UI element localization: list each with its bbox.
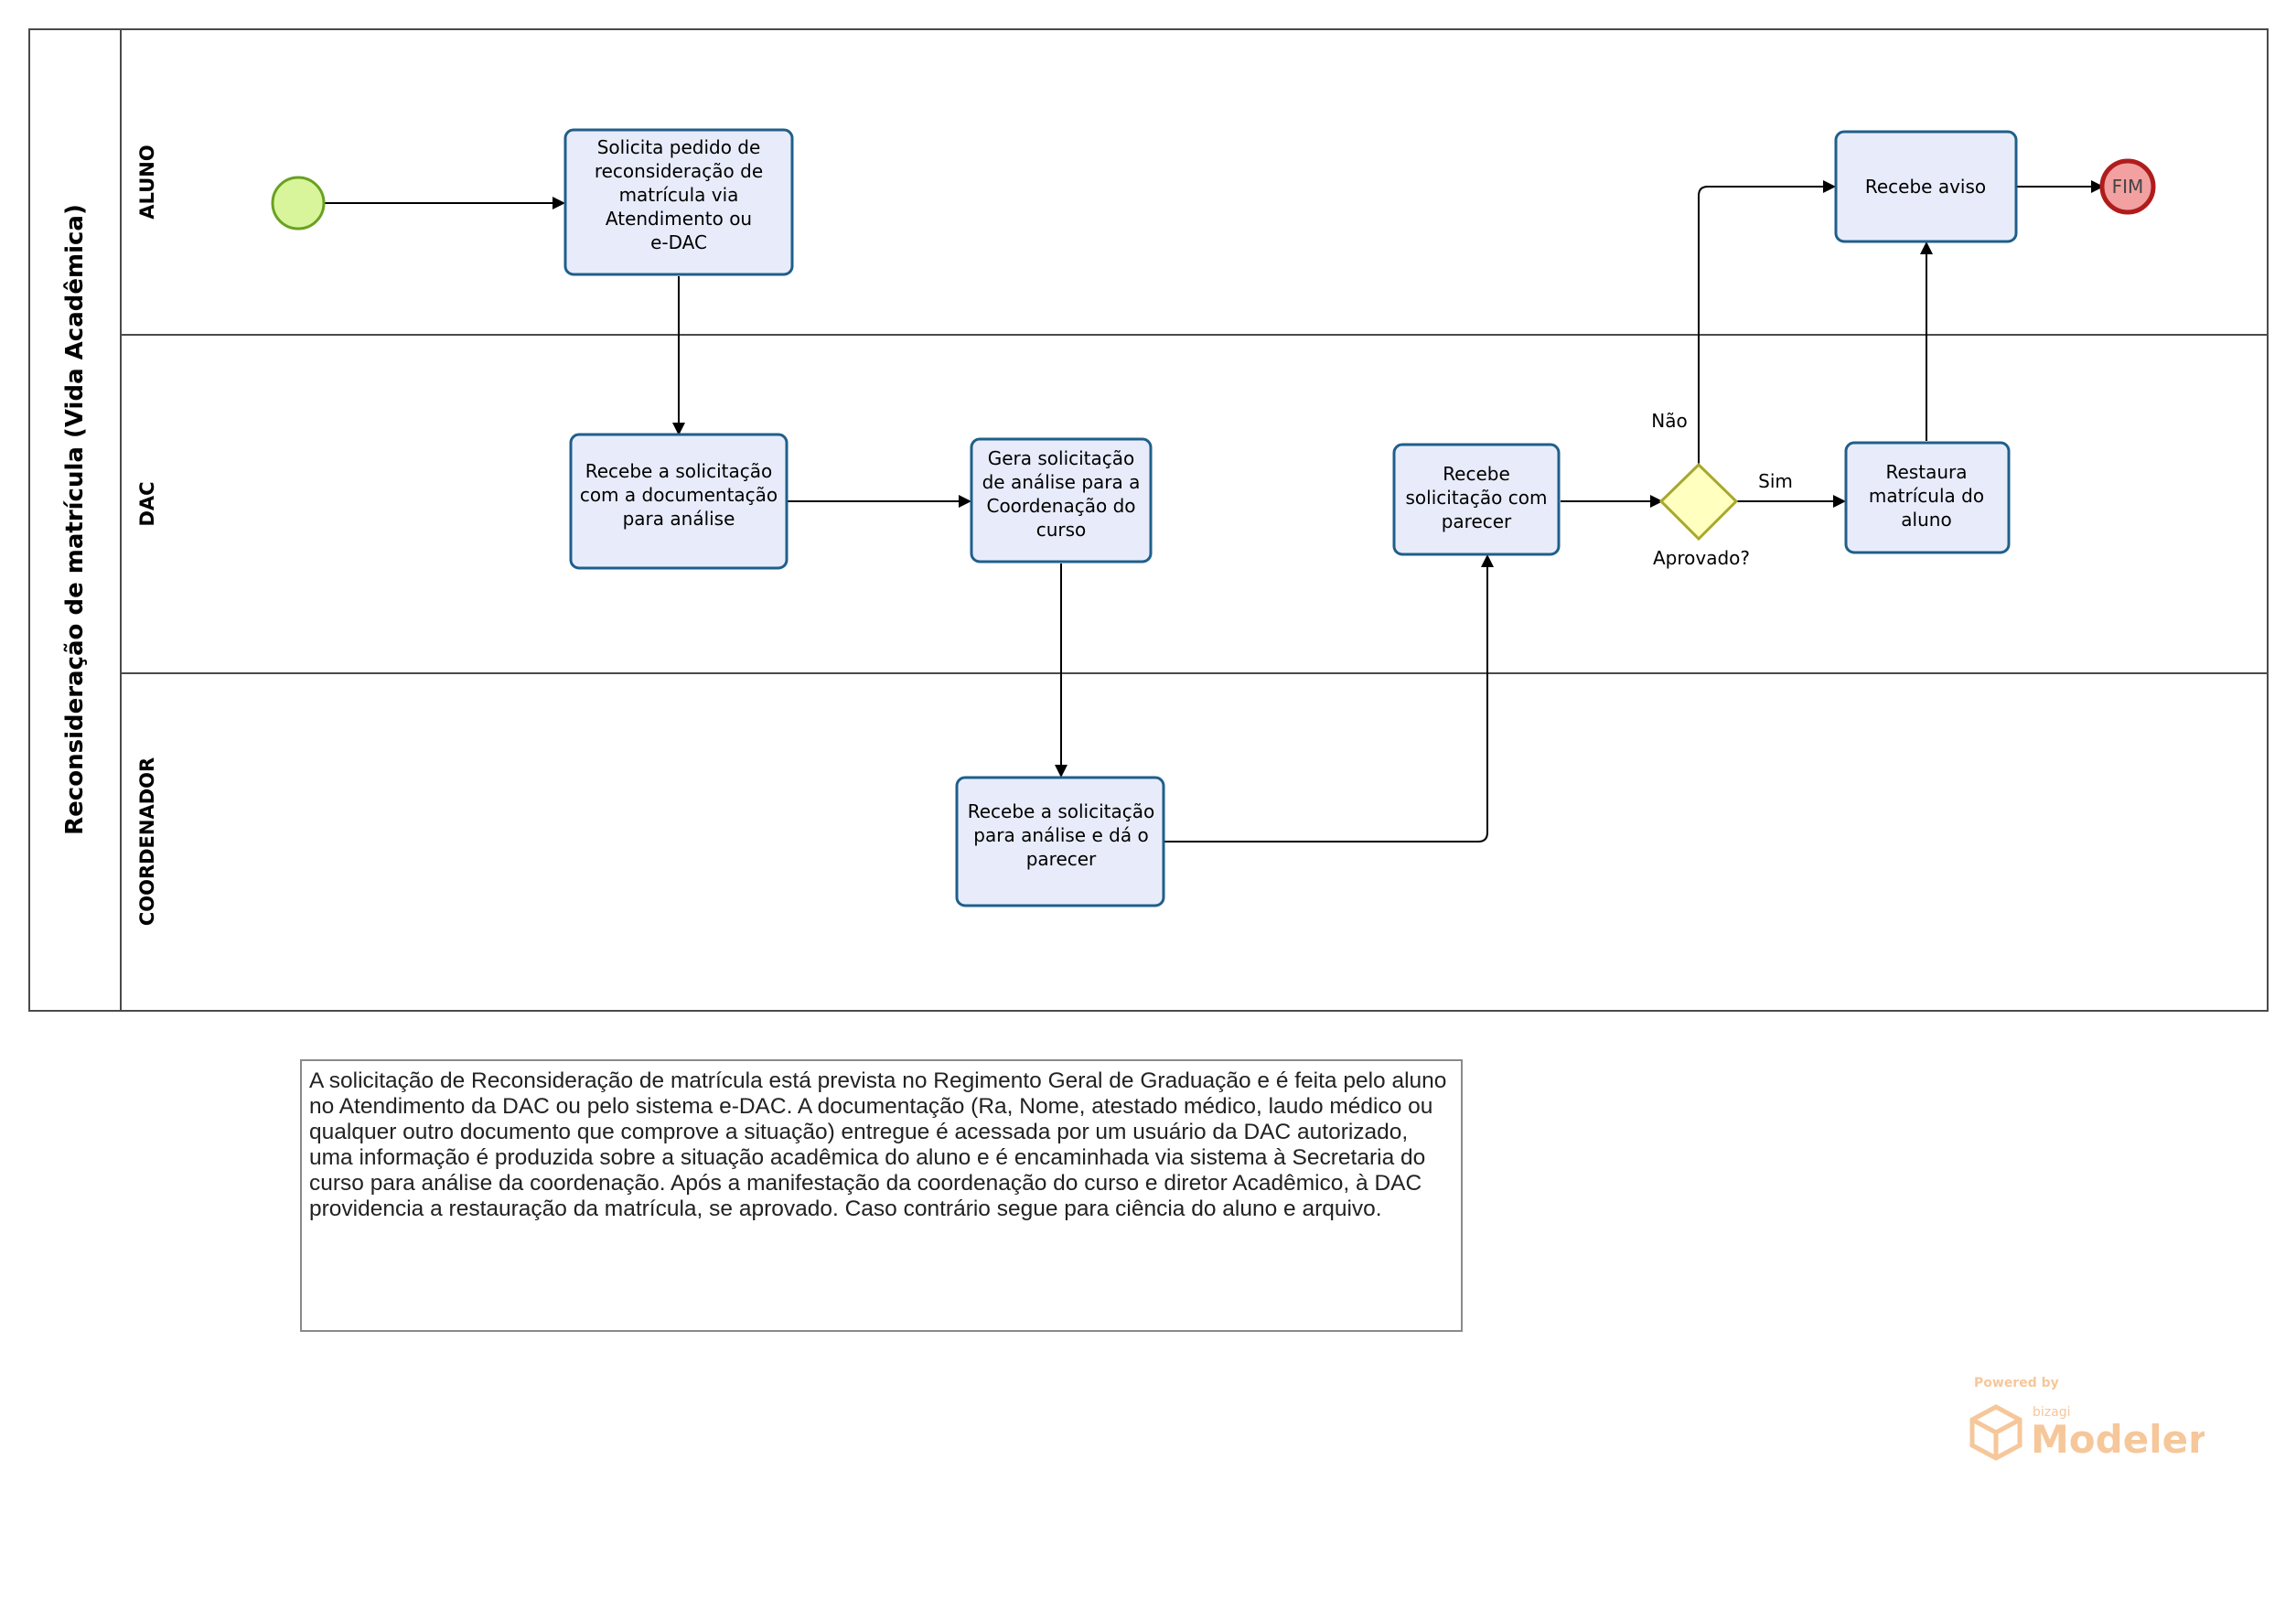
task-solicita-pedido[interactable] (563, 128, 794, 276)
end-event[interactable] (2099, 158, 2156, 215)
lane-label-aluno: ALUNO (136, 145, 158, 219)
flow-gateway-no[interactable] (1698, 180, 1836, 465)
watermark-brand: bizagi (2033, 1405, 2070, 1420)
task-label-line: Recebe (1443, 463, 1510, 485)
bizagi-watermark: Powered by bizagi Modeler (1969, 1376, 2205, 1462)
task-recebe-analise-parecer[interactable] (955, 776, 1165, 907)
pool-title: Reconsideração de matrícula (Vida Acadêm… (61, 204, 89, 835)
task-label-line: solicitação com (1406, 487, 1548, 509)
watermark-product: Modeler (2031, 1417, 2205, 1462)
flow-label-yes: Sim (1758, 470, 1793, 492)
task-recebe-aviso-label: Recebe aviso (1865, 176, 1986, 198)
task-label-line: aluno (1901, 509, 1951, 531)
task-label-line: Coordenação do (986, 495, 1135, 517)
bizagi-logo-icon (1969, 1404, 2022, 1461)
task-label-line: matrícula via (619, 184, 739, 206)
task-label-line: de análise para a (982, 471, 1141, 493)
task-gera-solicitacao[interactable] (970, 437, 1153, 563)
task-label-line: parecer (1026, 848, 1097, 870)
task-label-line: matrícula do (1869, 485, 1984, 507)
annotation-note: A solicitação de Reconsideração de matrí… (300, 1059, 1463, 1332)
task-label-line: Recebe aviso (1865, 176, 1986, 198)
end-event-label: FIM (2112, 176, 2144, 198)
task-label-line: curso (1036, 519, 1087, 541)
task-label-line: para análise (623, 508, 735, 530)
task-label-line: Gera solicitação (988, 447, 1135, 469)
task-label-line: para análise e dá o (973, 824, 1148, 846)
gateway-label: Aprovado? (1653, 547, 1750, 569)
annotation-note-text: A solicitação de Reconsideração de matrí… (309, 1068, 1447, 1221)
task-label-line: Recebe a solicitação (585, 460, 772, 482)
flow-label-no: Não (1651, 410, 1687, 432)
lane-label-coordenador: COORDENADOR (136, 757, 158, 926)
decision-gateway[interactable] (1658, 462, 1739, 542)
task-label-line: e-DAC (650, 231, 707, 253)
task-label-line: Atendimento ou (606, 208, 752, 230)
task-label-line: Solicita pedido de (597, 136, 761, 158)
flow-t4-to-t5[interactable] (1164, 554, 1494, 842)
task-recebe-solicitacao-dac[interactable] (569, 433, 789, 570)
task-recebe-com-parecer[interactable] (1392, 443, 1561, 556)
task-label-line: com a documentação (580, 484, 778, 506)
task-label-line: Recebe a solicitação (968, 800, 1154, 822)
start-event[interactable] (271, 176, 326, 231)
lane-label-dac: DAC (136, 481, 158, 526)
sequence-flows (325, 180, 2104, 842)
task-restaura-matricula[interactable] (1844, 441, 2011, 554)
task-recebe-aviso[interactable] (1834, 130, 2018, 243)
task-label-line: parecer (1442, 510, 1512, 532)
task-label-line: Restaura (1886, 461, 1968, 483)
task-label-line: reconsideração de (595, 160, 763, 182)
watermark-powered-by: Powered by (1974, 1376, 2059, 1390)
